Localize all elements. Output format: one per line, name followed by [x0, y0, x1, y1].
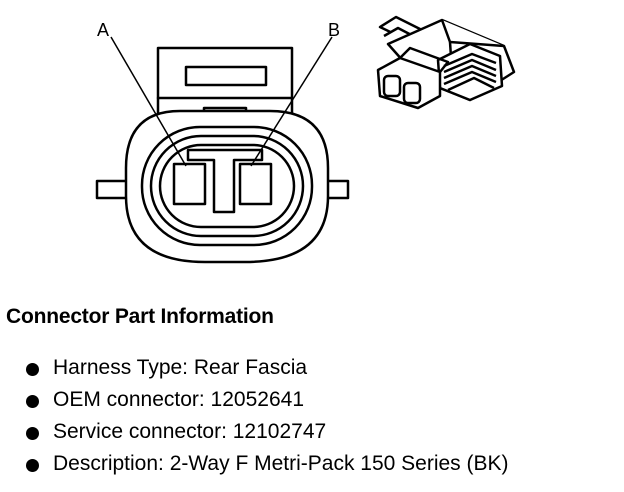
info-item-text: OEM connector: 12052641	[53, 388, 304, 411]
terminal-cavity-b	[238, 162, 273, 206]
callout-line-b	[250, 36, 333, 167]
bullet-icon	[26, 427, 39, 440]
callout-label-a: A	[97, 20, 109, 40]
callout-label-b: B	[328, 20, 340, 40]
section-title: Connector Part Information	[6, 305, 274, 328]
center-key-rib	[186, 148, 264, 214]
connector-diagram: A B	[95, 15, 516, 264]
info-item-text: Service connector: 12102747	[53, 420, 327, 443]
terminal-cavity-a	[172, 162, 207, 206]
bullet-icon	[26, 459, 39, 472]
bullet-icon	[26, 395, 39, 408]
info-item-text: Harness Type: Rear Fascia	[53, 356, 308, 379]
connector-3d-view	[376, 15, 516, 110]
info-item-text: Description: 2-Way F Metri-Pack 150 Seri…	[53, 452, 509, 475]
callout-line-a	[110, 36, 187, 167]
bullet-icon	[26, 363, 39, 376]
